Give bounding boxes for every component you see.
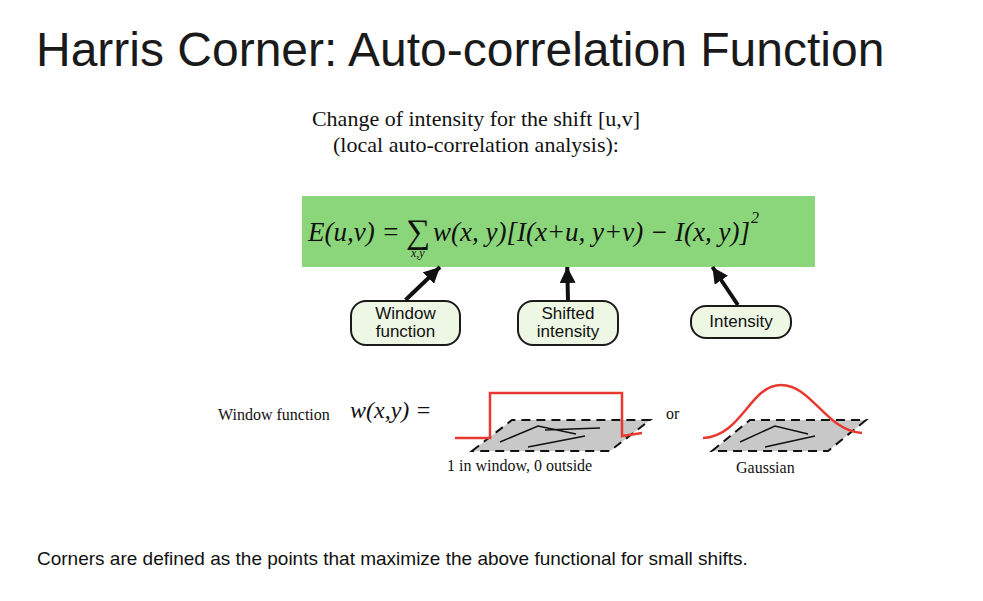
sum-group: ∑x,y <box>406 217 430 259</box>
formula-rhs: w(x, y)[I(x+u, y+v) − I(x, y)] <box>433 217 750 247</box>
callout-text: Shifted intensity <box>523 305 613 341</box>
window-symbol: w(x,y) = <box>350 396 460 424</box>
callout-box: Shifted intensity <box>517 300 619 346</box>
illustration-caption: Gaussian <box>736 458 836 478</box>
callout-arrow <box>712 267 738 305</box>
formula-lhs: E(u,v) = <box>308 217 400 247</box>
box-window-curve <box>455 393 642 438</box>
illustration-caption: 1 in window, 0 outside <box>447 456 647 476</box>
gaussian-curve <box>703 385 862 438</box>
exponent: 2 <box>751 210 759 226</box>
image-patch-lines <box>740 426 815 447</box>
callout-text: Window function <box>356 305 455 341</box>
window-label: Window function <box>218 405 348 425</box>
subtitle: Change of intensity for the shift [u,v] … <box>306 106 646 158</box>
gaussian-window-illustration <box>703 385 866 451</box>
callout-arrow <box>565 267 570 300</box>
or-label: or <box>666 404 696 424</box>
image-patch <box>472 420 650 451</box>
sum-subscript: x,y <box>411 247 425 259</box>
definition-note: Corners are defined as the points that m… <box>37 547 977 571</box>
callout-box: Intensity <box>690 305 792 339</box>
callout-arrow <box>406 267 440 300</box>
box-window-illustration <box>455 393 650 451</box>
sum-symbol: ∑ <box>406 217 430 247</box>
callout-text: Intensity <box>709 313 772 331</box>
image-patch <box>712 420 866 451</box>
image-patch-lines <box>500 426 600 447</box>
callout-box: Window function <box>350 300 461 346</box>
formula-box: E(u,v) =∑x,yw(x, y)[I(x+u, y+v) − I(x, y… <box>302 196 815 267</box>
slide-title: Harris Corner: Auto-correlation Function <box>36 26 884 74</box>
